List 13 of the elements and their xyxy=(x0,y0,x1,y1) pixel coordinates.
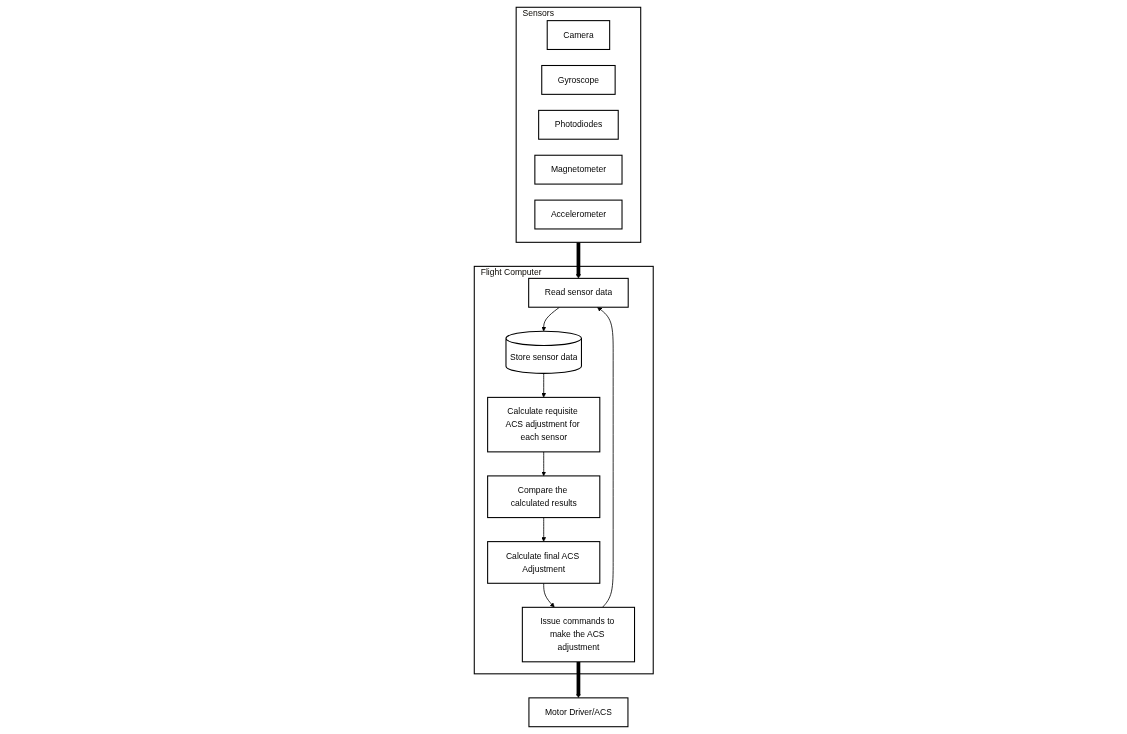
node-box: Gyroscope xyxy=(540,64,616,95)
node-box: Camera xyxy=(546,20,610,50)
node-box: Accelerometer xyxy=(534,199,623,230)
arrow xyxy=(575,242,581,279)
node-box: Issue commands to make the ACS adjustment xyxy=(521,606,635,663)
node-box: Motor Driver/ACS xyxy=(528,697,629,728)
node-box: Read sensor data xyxy=(527,277,629,308)
node-box: Magnetometer xyxy=(534,154,623,185)
node-box: Compare the calculated results xyxy=(486,475,601,519)
node-box: Calculate final ACS Adjustment xyxy=(486,541,601,584)
node-box: Calculate requisite ACS adjustment for each sensor xyxy=(486,396,601,453)
arrow xyxy=(575,661,581,699)
node-box: Photodiodes xyxy=(537,109,619,140)
